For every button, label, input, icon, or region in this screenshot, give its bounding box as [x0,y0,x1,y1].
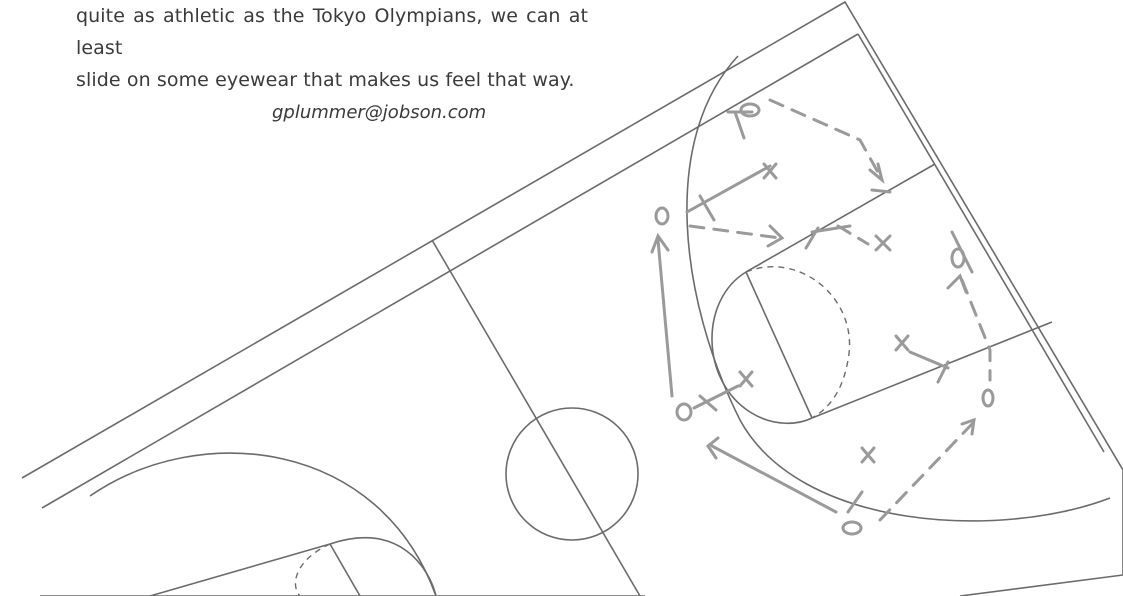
cut-path [688,224,782,240]
free-throw-lane [745,163,936,273]
article-text-block: quite as athletic as the Tokyo Olympians… [76,0,588,96]
defense-player-marker [860,446,876,464]
cut-arrowhead [946,273,968,294]
screen-marker [804,224,852,250]
defense-player-marker [762,162,778,180]
cut-path [768,98,882,178]
free-throw-lane [149,543,331,596]
court-boundary [21,0,1123,596]
offense-player-marker [675,402,693,422]
defense-player-marker [874,234,892,252]
screen-marker [870,188,892,194]
pass-arrow [705,436,838,514]
cut-arrowhead [960,417,976,436]
free-throw-lane [329,543,361,596]
screen-marker [726,110,754,140]
dashed-cuts [688,98,992,522]
cut-path [878,422,974,522]
three-point-arc [89,452,437,596]
screen-marker [685,164,772,222]
cut-arrowhead [868,162,885,185]
screen-marker [692,384,740,412]
pass-arrow [908,350,950,370]
cut-arrowhead [766,224,785,248]
article-text-line: quite as athletic as the Tokyo Olympians… [76,5,588,59]
offense-player-marker [654,206,670,226]
defense-player-marker [738,370,754,388]
court-inner-line [857,33,1105,453]
cut-path [836,224,870,246]
offense-player-marker [981,388,995,408]
screen-marker [950,230,974,274]
three-point-arc [686,55,1111,522]
offense-player-marker [841,520,863,536]
center-circle [505,407,639,541]
free-throw-circle [329,537,437,596]
pass-arrow [650,232,674,398]
play-markings [650,102,995,536]
author-email: gplummer@jobson.com [272,102,487,123]
screen-marker [936,360,950,384]
free-throw-lane [811,321,1053,419]
free-throw-circle-dashed [745,266,851,419]
cut-path [960,278,992,382]
screen-marker [846,490,864,514]
free-throw-circle [711,271,813,425]
offense-player-marker [739,102,761,118]
article-text-line: slide on some eyewear that makes us feel… [76,69,575,91]
defense-player-marker [894,334,910,352]
free-throw-line [745,271,813,419]
